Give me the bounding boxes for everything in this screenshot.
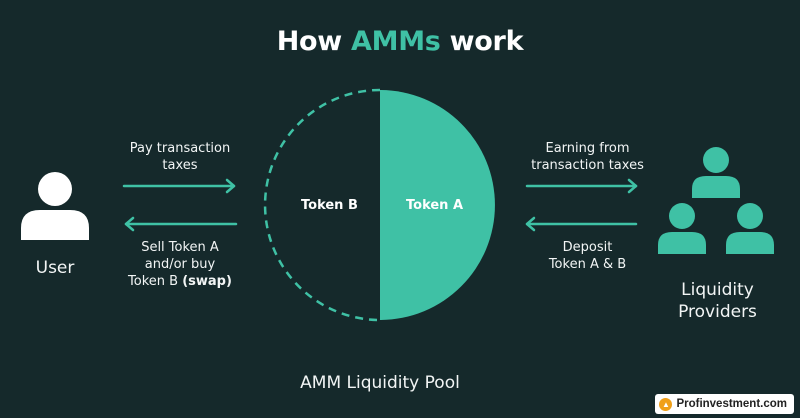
- flow-label-deposit: Deposit Token A & B: [548, 240, 627, 272]
- token-a-half: [380, 90, 495, 320]
- watermark-badge: ▲ Profinvestment.com: [655, 394, 794, 414]
- token-a-label: Token A: [406, 198, 464, 213]
- arrow-left-icon: [124, 216, 238, 232]
- provider-icon: [658, 203, 706, 254]
- flow-label-pay-taxes: Pay transaction taxes: [129, 141, 231, 173]
- provider-icon: [692, 147, 740, 198]
- flow-label-swap: Sell Token A and/or buy Token B (swap): [128, 240, 232, 289]
- user-icon: [21, 172, 89, 240]
- watermark-logo-icon: ▲: [659, 397, 673, 411]
- arrow-left-icon: [525, 216, 638, 232]
- arrow-right-icon: [525, 178, 638, 194]
- pool-caption: AMM Liquidity Pool: [300, 373, 460, 393]
- flow-label-earning: Earning from transaction taxes: [531, 141, 644, 173]
- user-label: User: [35, 258, 75, 278]
- title-accent: AMMs: [351, 26, 441, 57]
- diagram-title: How AMMs work: [276, 26, 524, 57]
- token-b-label: Token B: [301, 198, 358, 213]
- provider-icon: [726, 203, 774, 254]
- providers-label: Liquidity Providers: [678, 280, 757, 322]
- liquidity-pool: [263, 88, 495, 322]
- arrow-right-icon: [122, 178, 236, 194]
